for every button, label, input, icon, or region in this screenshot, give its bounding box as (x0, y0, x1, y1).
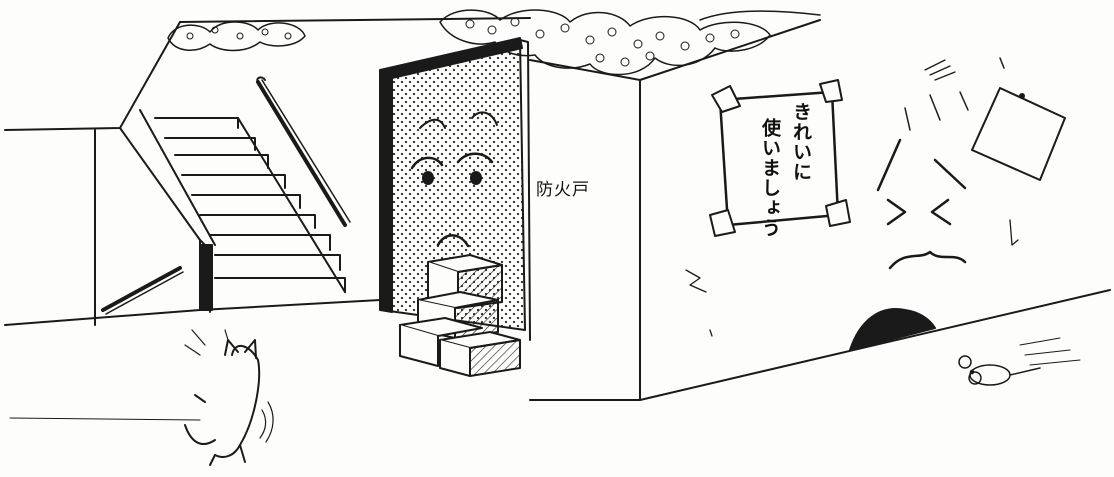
poster-text-line-2: 使いましょう (759, 118, 781, 238)
startled-cat (184, 329, 274, 466)
room-outline (4, 17, 1111, 421)
poster-text-line-1: きれいに (790, 102, 812, 182)
fire-door-label: 防火戸 (536, 180, 590, 200)
staircase (101, 76, 351, 315)
wall-face (876, 94, 967, 270)
poster (709, 79, 851, 237)
mouse-hole (849, 308, 936, 351)
dust-clouds (167, 9, 821, 76)
stacked-boxes (399, 254, 521, 377)
fire-door (379, 37, 531, 341)
running-mouse (958, 337, 1081, 386)
falling-paper (959, 57, 1066, 181)
wall-cracks (685, 59, 1019, 337)
